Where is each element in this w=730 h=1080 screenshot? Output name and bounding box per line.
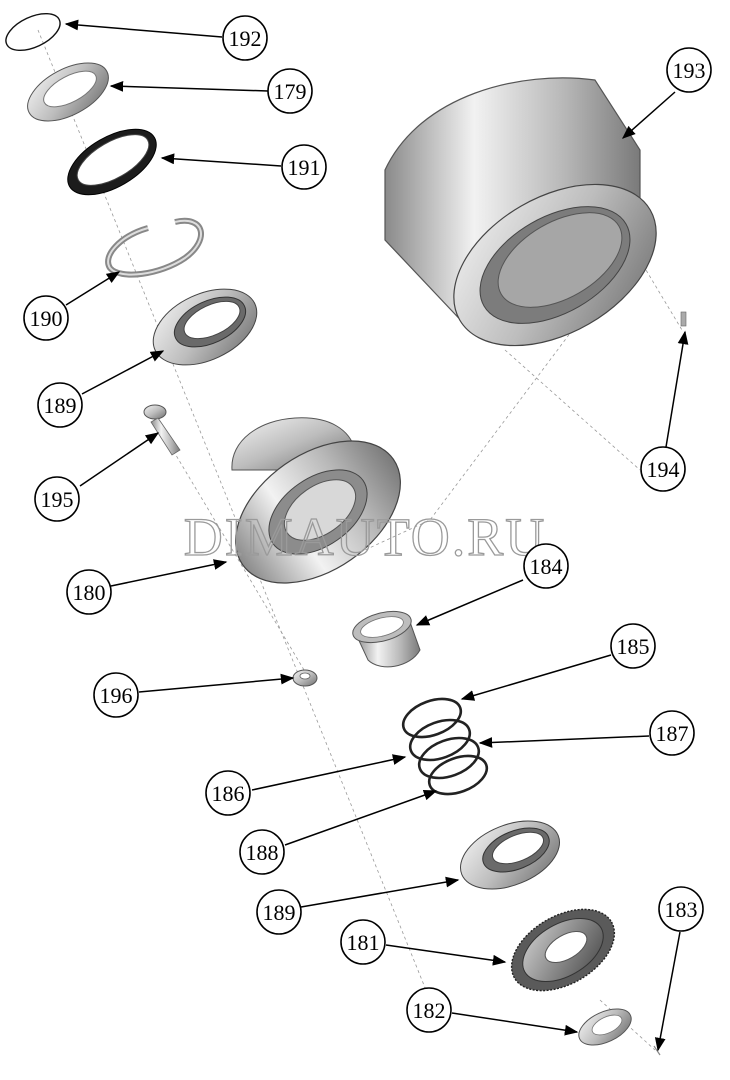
- callout-label: 180: [73, 580, 106, 605]
- callout-bubbles: 192 179 191 190 189 195 180 196: [23, 15, 712, 1033]
- part-184-bushing: [352, 610, 421, 668]
- watermark-text: DIMAUTO.RU: [184, 507, 547, 567]
- leader-182: [451, 1012, 579, 1036]
- leader-192: [64, 19, 223, 38]
- callout-184: 184: [523, 543, 569, 589]
- callout-192: 192: [222, 15, 268, 61]
- callout-label: 183: [665, 897, 698, 922]
- leader-195: [79, 432, 160, 487]
- leader-196: [138, 673, 295, 693]
- callout-label: 182: [413, 998, 446, 1023]
- callout-label: 194: [647, 457, 680, 482]
- callout-196: 196: [93, 672, 139, 718]
- callout-label: 193: [673, 58, 706, 83]
- callout-189-lower: 189: [256, 889, 302, 935]
- callout-186: 186: [205, 770, 251, 816]
- leader-189b: [300, 876, 460, 908]
- callout-label: 184: [530, 554, 563, 579]
- callout-193: 193: [666, 47, 712, 93]
- leader-arrows: [64, 19, 689, 1052]
- callout-label: 179: [274, 79, 307, 104]
- part-194-screw: [680, 311, 687, 327]
- part-182-lock-nut: [578, 1008, 632, 1046]
- callout-183: 183: [658, 886, 704, 932]
- part-186-o-ring: [408, 718, 472, 762]
- leader-193: [621, 91, 676, 139]
- leader-188: [284, 790, 438, 846]
- callout-189-upper: 189: [37, 382, 83, 428]
- callout-label: 195: [41, 487, 74, 512]
- callout-180: 180: [66, 569, 112, 615]
- leader-181: [385, 944, 507, 966]
- leader-179: [109, 80, 269, 92]
- callout-label: 189: [263, 900, 296, 925]
- part-193-brake-drum: [384, 77, 657, 347]
- callout-194: 194: [640, 446, 686, 492]
- callout-187: 187: [649, 710, 695, 756]
- part-179-seal-ring: [27, 62, 109, 122]
- leader-186: [251, 754, 407, 791]
- callout-195: 195: [34, 476, 80, 522]
- leader-184: [415, 579, 524, 626]
- part-188-o-ring: [427, 754, 489, 796]
- leader-187: [478, 735, 650, 748]
- callout-label: 188: [246, 840, 279, 865]
- leader-190: [65, 271, 121, 306]
- callout-label: 196: [100, 683, 133, 708]
- part-180-wheel-hub: [231, 417, 401, 584]
- callout-181: 181: [340, 919, 386, 965]
- callout-label: 191: [288, 155, 321, 180]
- leader-194: [665, 330, 689, 448]
- leader-180: [110, 559, 228, 587]
- callout-label: 192: [229, 26, 262, 51]
- part-185-o-ring: [401, 697, 463, 739]
- part-189-lower-bearing: [459, 820, 561, 890]
- callout-182: 182: [406, 987, 452, 1033]
- part-191-oil-seal: [67, 128, 157, 196]
- leader-191: [160, 153, 282, 167]
- callout-190: 190: [23, 295, 69, 341]
- part-187-o-ring: [417, 736, 481, 780]
- callout-label: 186: [212, 781, 245, 806]
- callout-179: 179: [267, 68, 313, 114]
- leader-189a: [81, 350, 165, 395]
- callout-188: 188: [239, 829, 285, 875]
- callout-185: 185: [610, 623, 656, 669]
- callout-label: 189: [44, 393, 77, 418]
- part-192-snap-ring: [5, 12, 61, 52]
- part-189-upper-bearing: [152, 288, 258, 366]
- callout-191: 191: [281, 144, 327, 190]
- part-190-retaining-ring: [105, 217, 204, 278]
- callout-label: 187: [656, 721, 689, 746]
- part-196-wheel-nut: [292, 669, 318, 687]
- callout-label: 185: [617, 634, 650, 659]
- callout-label: 181: [347, 930, 380, 955]
- part-195-wheel-bolt: [143, 404, 181, 456]
- callout-label: 190: [30, 306, 63, 331]
- part-181-tone-wheel: [510, 908, 616, 992]
- leader-183: [654, 931, 681, 1052]
- leader-185: [460, 654, 612, 701]
